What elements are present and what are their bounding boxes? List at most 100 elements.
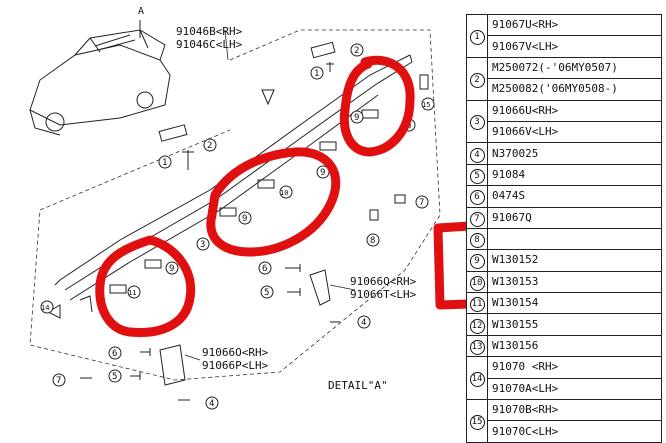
part-number-cell: 91067Q (487, 206, 662, 229)
svg-text:4: 4 (361, 318, 366, 328)
callout-6b: 6 (108, 346, 122, 360)
svg-text:9: 9 (354, 113, 359, 123)
svg-text:7: 7 (419, 198, 424, 208)
svg-text:14: 14 (41, 304, 49, 312)
callout-7b: 7 (52, 373, 66, 387)
callout-2b: 2 (203, 138, 217, 152)
part-number-cell: N370025 (487, 142, 662, 165)
callout-4b: 4 (205, 396, 219, 410)
svg-text:2: 2 (354, 46, 359, 56)
clips-and-fasteners (46, 41, 429, 401)
svg-text:5: 5 (112, 372, 117, 382)
ref-number-circle: 4 (469, 147, 485, 163)
svg-text:3: 3 (200, 240, 205, 250)
parts-table-row: M250082('06MY0508-) (467, 78, 662, 101)
label-91046c-lh: 91046C<LH> (176, 38, 243, 51)
svg-text:6: 6 (112, 349, 117, 359)
ref-number-circle: 9 (469, 254, 485, 270)
svg-text:6: 6 (262, 264, 267, 274)
part-number-cell: 0474S (487, 185, 662, 208)
svg-text:15: 15 (422, 101, 430, 109)
ref-number-cell: 7 (466, 206, 488, 229)
ref-number-circle: 10 (469, 275, 485, 291)
svg-text:4: 4 (209, 399, 214, 409)
ref-number-cell: 10 (466, 270, 488, 294)
ref-number-circle: 14 (469, 372, 485, 388)
detail-a-label: DETAIL"A" (328, 379, 388, 392)
part-number-cell: 91066V<LH> (487, 120, 662, 144)
ref-number-cell: 8 (466, 227, 488, 251)
callout-9b: 9 (316, 165, 330, 179)
callout-1a: 1 (310, 66, 324, 80)
ref-number-circle: 7 (469, 211, 485, 227)
ref-number-cell: 4 (466, 142, 488, 165)
parts-table-row: 8 (466, 227, 662, 251)
label-91066p-lh: 91066P<LH> (202, 359, 269, 372)
ref-number-cell: 1 (466, 14, 488, 58)
ref-number-circle: 11 (469, 297, 485, 313)
part-number-cell (487, 227, 662, 251)
ref-number-circle: 3 (469, 115, 485, 131)
markup-circle-middle (206, 147, 341, 257)
svg-text:5: 5 (264, 288, 269, 298)
part-number-cell: M250082('06MY0508-) (487, 78, 662, 101)
part-number-cell: M250072(-'06MY0507) (487, 56, 662, 80)
ref-number-circle: 2 (469, 72, 485, 88)
svg-text:9: 9 (242, 214, 247, 224)
ref-number-cell: 5 (466, 163, 488, 187)
car-illustration (29, 20, 171, 136)
callout-11: 11 (127, 285, 141, 299)
callout-8: 8 (366, 233, 380, 247)
part-number-cell: W130152 (487, 249, 662, 272)
part-number-cell: 91067V<LH> (487, 35, 662, 58)
markup-circle-bottom (95, 235, 196, 338)
parts-table-row: 91066V<LH> (467, 120, 662, 144)
part-number-cell: 91066U<RH> (487, 99, 662, 122)
callout-4a: 4 (357, 315, 371, 329)
part-number-cell: W130156 (487, 334, 662, 358)
svg-text:1: 1 (314, 69, 319, 79)
markup-circle-top (339, 55, 415, 157)
part-number-cell: 91070A<LH> (487, 377, 662, 401)
svg-text:1: 1 (162, 158, 167, 168)
svg-text:8: 8 (370, 236, 375, 246)
ref-number-cell: 2 (466, 56, 488, 101)
part-number-cell: 91084 (487, 163, 662, 187)
detail-a-pointer-label: A (138, 6, 144, 17)
ref-number-circle: 12 (469, 318, 485, 334)
ref-number-circle: 1 (469, 29, 485, 45)
part-number-cell: W130155 (487, 313, 662, 336)
ref-number-cell: 13 (466, 334, 488, 358)
callout-1b: 1 (158, 155, 172, 169)
label-91066t-lh: 91066T<LH> (350, 288, 417, 301)
callout-2a: 2 (350, 43, 364, 57)
label-91066o-rh: 91066O<RH> (202, 346, 269, 359)
ref-number-circle: 15 (469, 414, 485, 430)
detail-outline (29, 29, 441, 381)
ref-number-cell: 11 (466, 292, 488, 315)
parts-table-row: 91070A<LH> (467, 377, 662, 401)
part-number-cell: W130153 (487, 270, 662, 294)
callout-9d: 9 (165, 261, 179, 275)
part-number-cell: 91070 <RH> (487, 356, 662, 379)
parts-table-row: 91067V<LH> (467, 35, 662, 58)
ref-number-circle: 5 (469, 168, 485, 184)
ref-number-cell: 9 (466, 249, 488, 272)
part-number-cell: 91067U<RH> (487, 13, 662, 37)
svg-text:9: 9 (320, 168, 325, 178)
ref-number-circle: 6 (469, 190, 485, 206)
part-number-cell: 91070B<RH> (487, 399, 662, 422)
callout-7a: 7 (415, 195, 429, 209)
svg-text:11: 11 (128, 289, 136, 297)
